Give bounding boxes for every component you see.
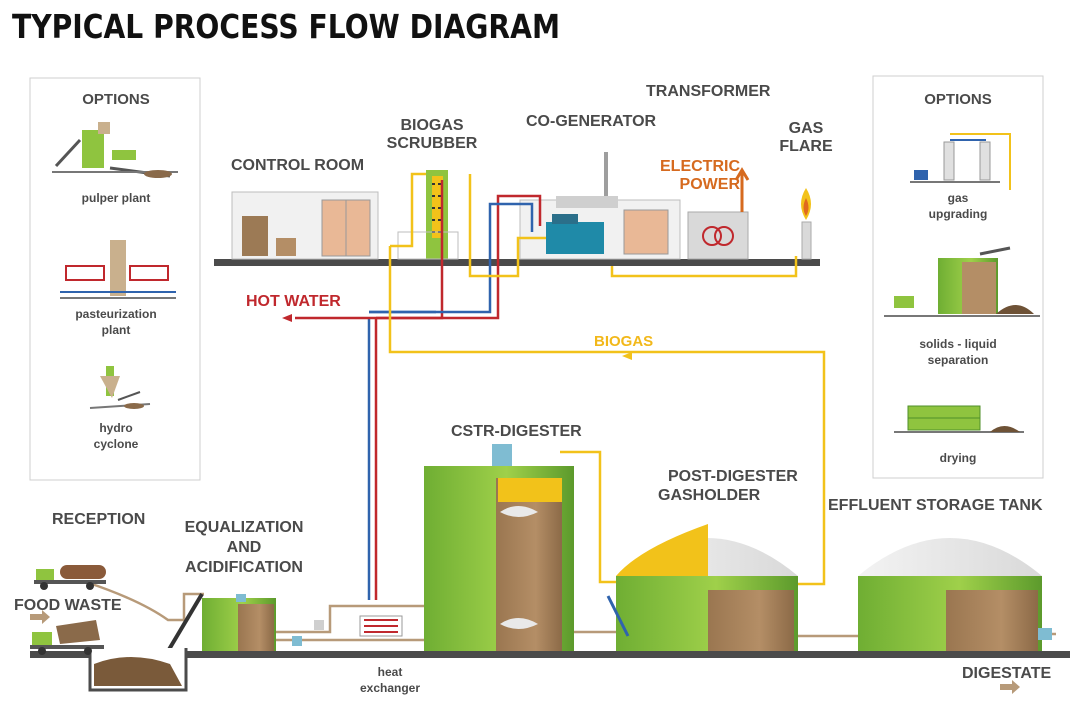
- pulper-plant-icon: [52, 122, 178, 178]
- drying-icon: [894, 405, 1024, 433]
- heat-exchanger-unit: [292, 615, 403, 646]
- hot-water-label: HOT WATER: [246, 293, 341, 310]
- co-generator-unit: [519, 152, 681, 260]
- equalization-tank: [202, 594, 276, 651]
- food-waste-label: FOOD WASTE: [14, 597, 122, 614]
- right-options-heading: OPTIONS: [924, 91, 992, 108]
- dump-truck: [30, 620, 104, 655]
- left-option-pasteurization-plant-line1: pasteurization: [75, 307, 156, 321]
- heat-exchanger-label-line2: exchanger: [360, 681, 420, 695]
- post-digester-label-line1: POST-DIGESTER: [668, 468, 798, 485]
- control-room-building: [231, 191, 379, 260]
- biogas-label: BIOGAS: [594, 333, 653, 350]
- right-option-gas-upgrading-line2: upgrading: [929, 207, 988, 221]
- cstr-digester-tank: [424, 444, 574, 651]
- left-option-pasteurization-plant-line2: plant: [102, 323, 131, 337]
- biogas-scrubber-label-line1: BIOGAS: [400, 117, 463, 134]
- left-option-hydro-cyclone-line2: cyclone: [94, 437, 139, 451]
- post-digester-label-line2: GASHOLDER: [658, 487, 761, 504]
- reception-label: RECEPTION: [52, 511, 145, 528]
- biogas-scrubber-label-line2: SCRUBBER: [387, 135, 478, 152]
- effluent-storage-label: EFFLUENT STORAGE TANK: [828, 497, 1043, 514]
- gas-flare-label-line1: GAS: [789, 120, 824, 137]
- solids-liquid-separation-icon: [884, 246, 1040, 317]
- food-waste-arrow: [30, 610, 50, 624]
- equalization-label-line2: AND: [227, 539, 262, 556]
- cstr-digester-label: CSTR-DIGESTER: [451, 423, 582, 440]
- hydro-cyclone-icon: [89, 366, 151, 409]
- hot-water-arrow: [282, 314, 292, 322]
- gas-flare-label-line2: FLARE: [779, 138, 833, 155]
- diagram-title: TYPICAL PROCESS FLOW DIAGRAM: [12, 7, 560, 46]
- co-generator-label: CO-GENERATOR: [526, 113, 657, 130]
- equalization-label-line3: ACIDIFICATION: [185, 559, 303, 576]
- digestate-label: DIGESTATE: [962, 665, 1052, 682]
- gas-flare: [801, 188, 812, 260]
- pasteurization-plant-icon: [60, 240, 176, 299]
- biogas-arrow: [622, 352, 632, 360]
- transformer-unit: [687, 211, 749, 260]
- left-option-hydro-cyclone-line1: hydro: [99, 421, 132, 435]
- electric-power-label-line2: POWER: [680, 176, 741, 193]
- post-digester-gasholder: [606, 524, 798, 651]
- pipe-network: [85, 172, 1056, 680]
- heat-exchanger-label-line1: heat: [378, 665, 403, 679]
- control-room-label: CONTROL ROOM: [231, 157, 364, 174]
- left-option-pulper-plant: pulper plant: [82, 191, 151, 205]
- electric-power-label-line1: ELECTRIC: [660, 158, 740, 175]
- gas-upgrading-icon: [910, 133, 1011, 190]
- right-option-separation-line1: solids - liquid: [919, 337, 996, 351]
- right-option-gas-upgrading-line1: gas: [948, 191, 969, 205]
- left-options-heading: OPTIONS: [82, 91, 150, 108]
- ground-line: [30, 651, 1070, 658]
- digestate-arrow: [1000, 680, 1020, 694]
- transformer-label: TRANSFORMER: [646, 83, 771, 100]
- reception-pit: [88, 648, 188, 692]
- effluent-storage-tank: [858, 538, 1052, 651]
- tanker-truck: [34, 565, 106, 590]
- equalization-label-line1: EQUALIZATION: [185, 519, 304, 536]
- right-option-separation-line2: separation: [928, 353, 989, 367]
- right-option-drying: drying: [940, 451, 977, 465]
- electric-power-arrow: [734, 167, 750, 212]
